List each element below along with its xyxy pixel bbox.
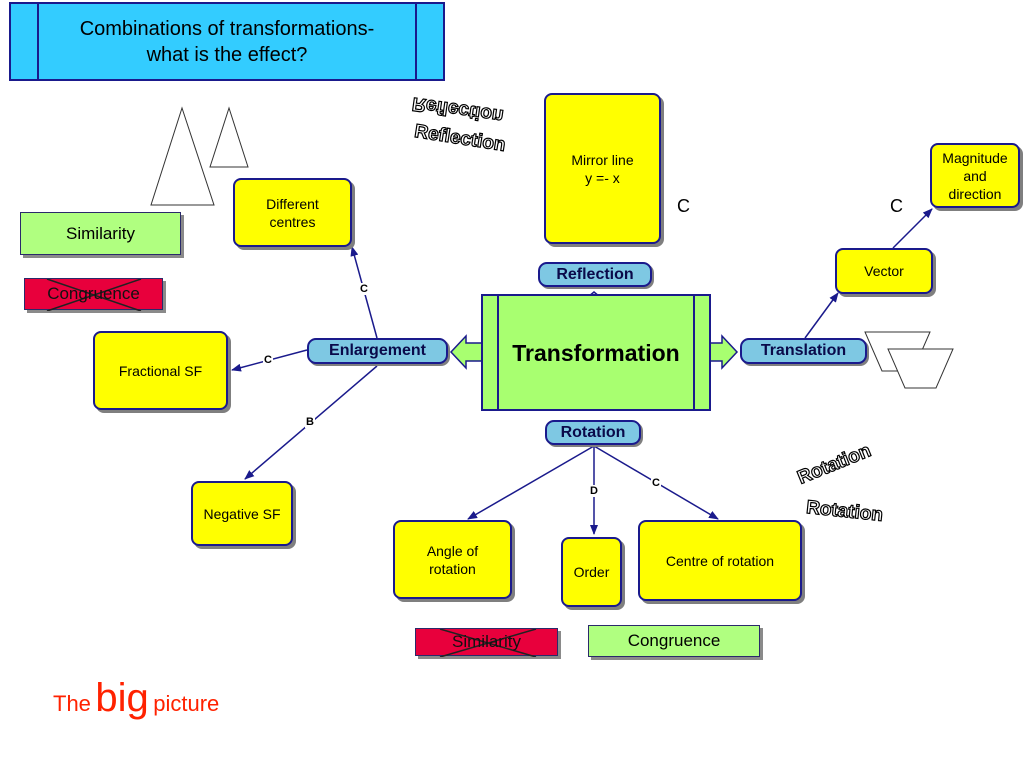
center-bar-right	[693, 296, 695, 409]
edge-label-order: D	[589, 485, 599, 497]
edge-label-different-centres: C	[359, 283, 369, 295]
mirror-line-node: Mirror line y =- x	[544, 93, 661, 244]
order-node: Order	[561, 537, 622, 607]
angle-text-1: Angle of	[426, 542, 479, 559]
fractional-sf-node: Fractional SF	[93, 331, 228, 410]
mirror-line-text-1: Mirror line	[571, 151, 634, 168]
rotation-label: Rotation	[560, 423, 626, 441]
fractional-sf-text: Fractional SF	[118, 362, 203, 379]
reflection-answer-letter: C	[677, 196, 690, 216]
translation-label: Translation	[760, 342, 847, 359]
reflection-label: Reflection	[556, 265, 634, 283]
title-line-1: Combinations of transformations-	[79, 18, 375, 40]
angle-of-rotation-node: Angle of rotation	[393, 520, 512, 599]
caption-big: big	[95, 676, 149, 720]
title-box: Combinations of transformations- what is…	[9, 2, 445, 81]
trapezium-shape-2	[887, 348, 954, 389]
title-line-2: what is the effect?	[146, 44, 308, 66]
center-bar-left	[497, 296, 499, 409]
similarity-tag-crossed: Similarity	[415, 628, 558, 657]
edge-rotation-angle	[467, 445, 595, 520]
angle-text-2: rotation	[429, 560, 476, 577]
center-label: Transformation	[512, 340, 680, 366]
big-picture-caption: The big picture	[53, 676, 219, 721]
centre-of-rotation-text: Centre of rotation	[665, 552, 775, 569]
different-centres-text-1: Different	[266, 195, 319, 212]
caption-picture: picture	[153, 691, 220, 716]
order-text: Order	[573, 564, 610, 580]
magnitude-text-1: Magnitude	[942, 149, 1008, 166]
title-bar-right	[415, 4, 417, 79]
negative-sf-text: Negative SF	[203, 505, 281, 522]
congruence-tag-bottom-text: Congruence	[627, 631, 721, 650]
edge-vector-magnitude	[892, 208, 933, 249]
magnitude-text-2: and	[963, 167, 987, 184]
different-centres-text-2: centres	[269, 213, 316, 230]
title-bar-left	[37, 4, 39, 79]
reflection-pill: Reflection	[538, 262, 652, 287]
small-triangle-shape	[209, 106, 249, 168]
cross-out-icon	[439, 629, 537, 657]
magnitude-direction-node: Magnitude and direction	[930, 143, 1020, 208]
transformation-center: Transformation	[481, 294, 711, 411]
centre-of-rotation-node: Centre of rotation	[638, 520, 802, 601]
similarity-tag-crossed-text: Similarity	[452, 632, 521, 651]
congruence-tag-bottom: Congruence	[588, 625, 760, 657]
different-centres-node: Different centres	[233, 178, 352, 247]
cross-out-icon	[46, 279, 142, 311]
mirror-line-text-2: y =- x	[585, 169, 620, 186]
similarity-tag-top: Similarity	[20, 212, 181, 255]
magnitude-text-3: direction	[948, 185, 1002, 202]
arrow-left	[449, 334, 486, 370]
negative-sf-node: Negative SF	[191, 481, 293, 546]
congruence-tag-crossed-text: Congruence	[47, 284, 140, 303]
translation-answer-letter: C	[890, 196, 903, 216]
rotation-pill: Rotation	[545, 420, 641, 445]
edge-label-fractional-sf: C	[263, 354, 273, 366]
similarity-tag-top-text: Similarity	[66, 223, 135, 243]
edge-translation-vector	[804, 292, 839, 339]
translation-pill: Translation	[740, 338, 867, 364]
caption-the: The	[53, 691, 91, 716]
large-triangle-shape	[150, 106, 215, 206]
title-text: Combinations of transformations- what is…	[39, 16, 415, 68]
edge-label-centre-of-rotation: C	[651, 477, 661, 489]
congruence-tag-crossed: Congruence	[24, 278, 163, 311]
vector-node: Vector	[835, 248, 933, 294]
vector-text: Vector	[864, 263, 904, 279]
enlargement-pill: Enlargement	[307, 338, 448, 364]
edge-label-negative-sf: B	[305, 416, 315, 428]
enlargement-label: Enlargement	[329, 342, 426, 359]
